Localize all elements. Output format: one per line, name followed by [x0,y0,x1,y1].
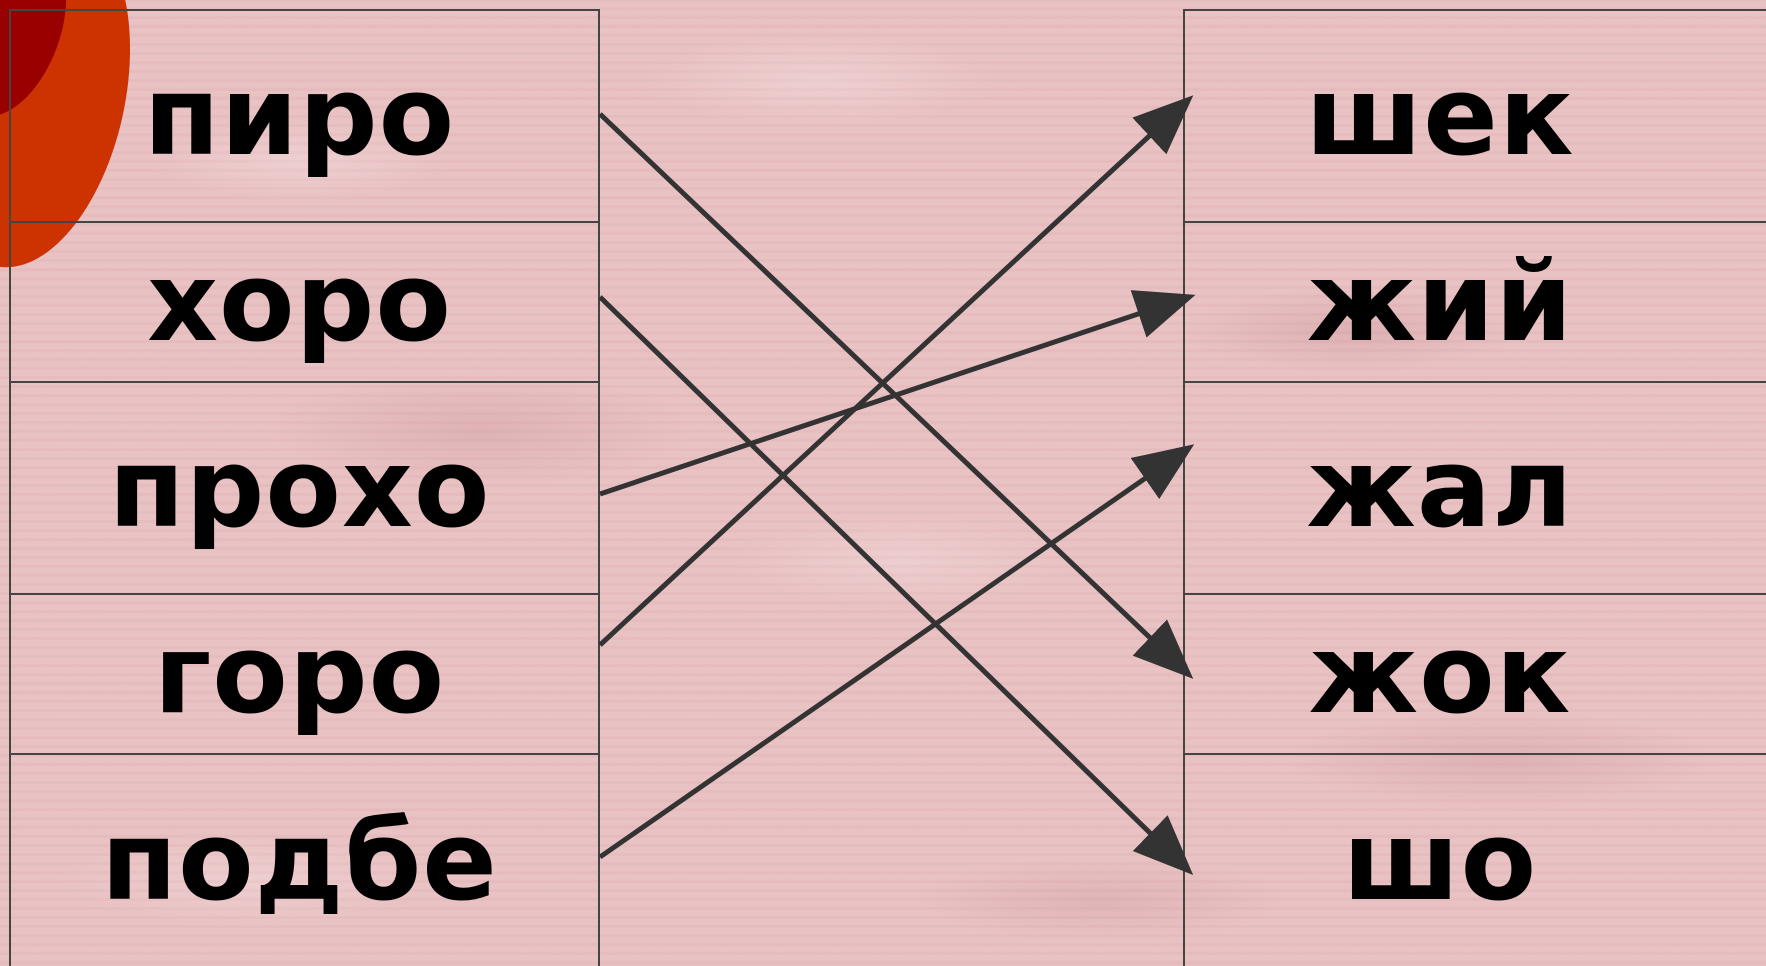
right-part-4[interactable]: жок [1185,595,1766,755]
right-word-parts-column: шек жий жал жок шо [1183,9,1766,966]
right-part-3[interactable]: жал [1185,383,1766,595]
left-part-5[interactable]: подбе [101,796,498,925]
right-part-2[interactable]: жий [1185,223,1766,383]
connection-arrow-2-to-5 [598,295,1194,875]
left-part-4[interactable]: горо [11,595,598,755]
left-part-3[interactable]: прохо [11,383,598,595]
left-word-parts-column: пиро хоро прохо горо подбе [9,9,600,966]
connection-arrow-5-to-3 [598,444,1195,860]
left-part-2[interactable]: хоро [11,223,598,383]
connection-arrow-3-to-2 [599,290,1196,497]
right-part-5[interactable]: шо [1342,796,1538,925]
connection-arrow-1-to-4 [598,112,1194,679]
connection-arrow-4-to-1 [598,95,1194,647]
left-part-1[interactable]: пиро [11,11,598,223]
right-part-1[interactable]: шек [1185,11,1766,223]
